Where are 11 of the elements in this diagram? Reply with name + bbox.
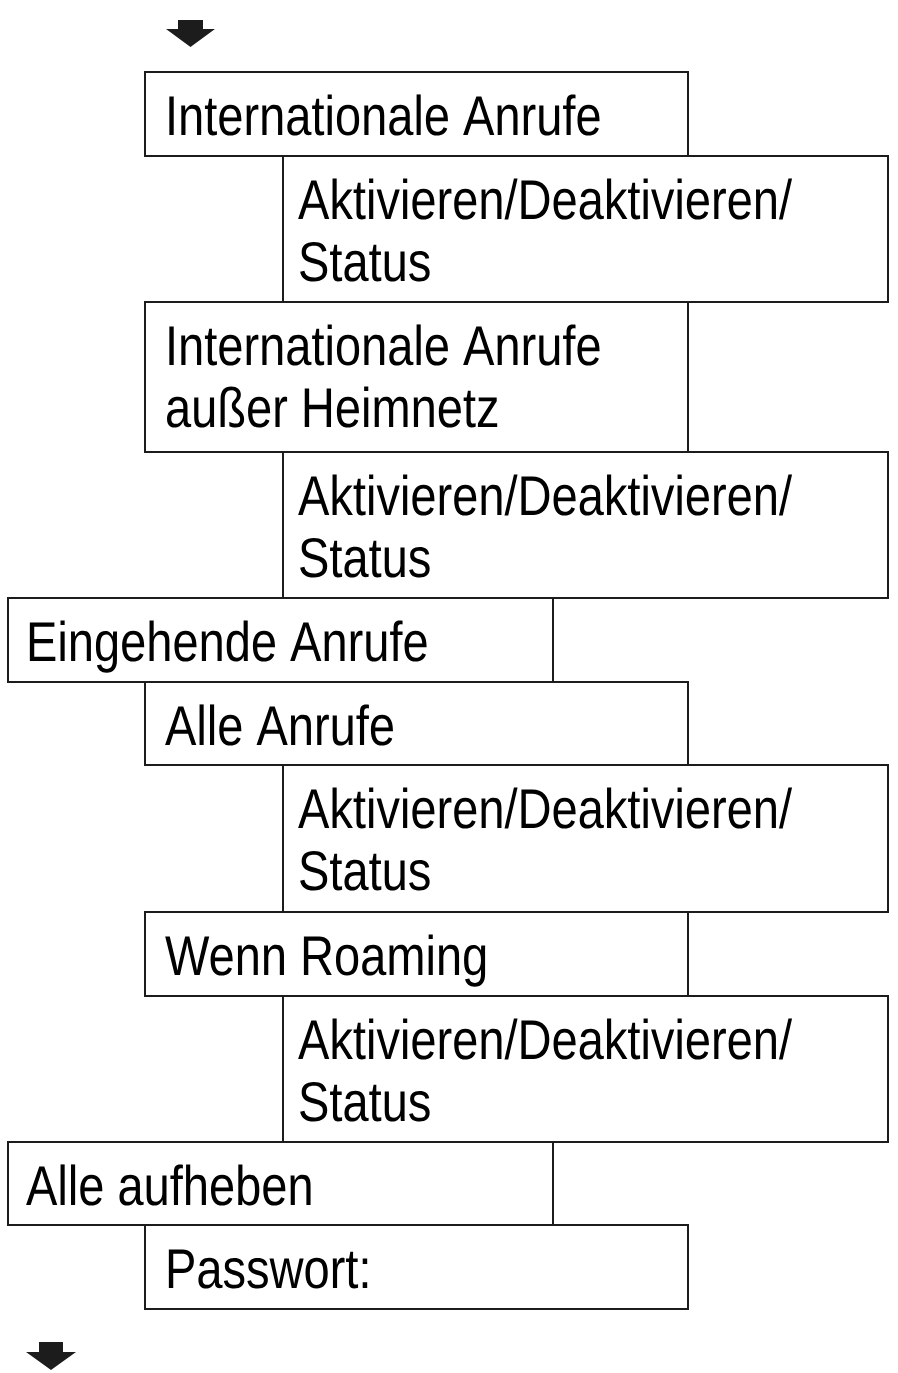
- menu-box: Internationale Anrufe: [144, 71, 689, 157]
- menu-box: Internationale Anrufe außer Heimnetz: [144, 301, 689, 453]
- menu-box: Passwort:: [144, 1224, 689, 1310]
- menu-box: Alle aufheben: [7, 1141, 554, 1226]
- menu-box: Aktivieren/Deaktivieren/ Status: [282, 995, 889, 1143]
- menu-box: Wenn Roaming: [144, 911, 689, 997]
- menu-box: Eingehende Anrufe: [7, 597, 554, 683]
- menu-box: Aktivieren/Deaktivieren/ Status: [282, 155, 889, 303]
- menu-box: Alle Anrufe: [144, 681, 689, 766]
- menu-box: Aktivieren/Deaktivieren/ Status: [282, 764, 889, 913]
- menu-box: Aktivieren/Deaktivieren/ Status: [282, 451, 889, 599]
